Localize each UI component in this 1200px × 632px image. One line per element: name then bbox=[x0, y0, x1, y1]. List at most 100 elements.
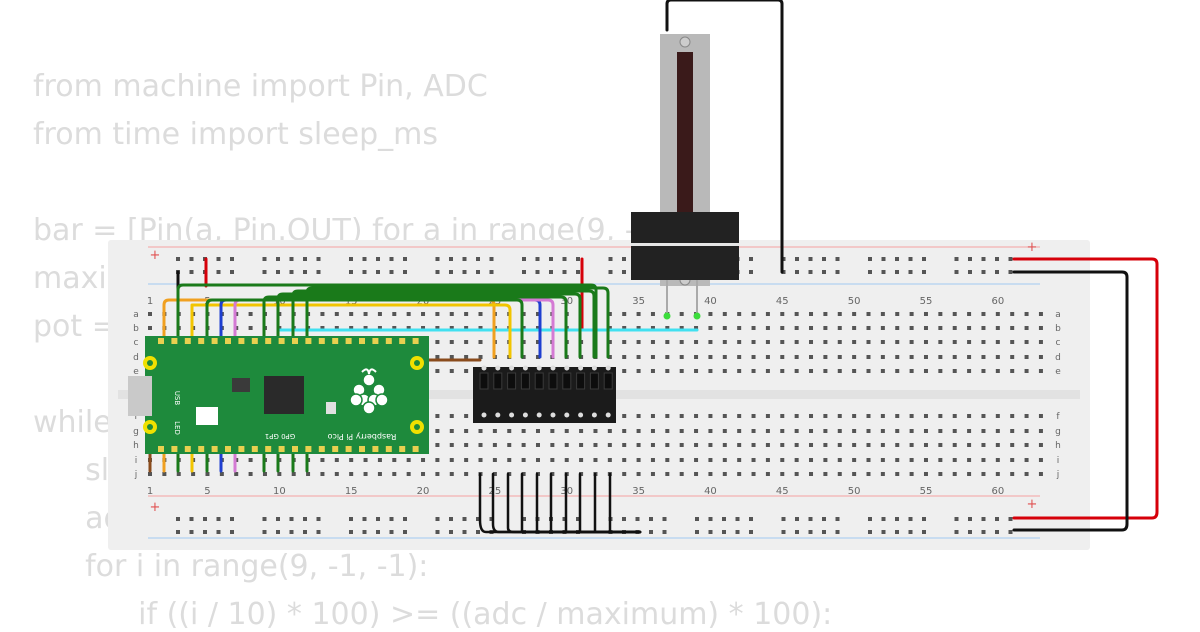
rail-hole bbox=[562, 517, 567, 521]
hole bbox=[492, 472, 497, 476]
hole bbox=[349, 326, 354, 330]
hole bbox=[909, 458, 914, 462]
hole bbox=[435, 443, 440, 447]
hole bbox=[837, 458, 842, 462]
hole bbox=[607, 443, 612, 447]
rail-hole bbox=[868, 530, 872, 534]
rail-hole bbox=[781, 530, 786, 534]
hole bbox=[995, 472, 1000, 476]
rail-hole bbox=[995, 517, 999, 521]
led bbox=[326, 402, 336, 414]
hole bbox=[995, 429, 1000, 433]
rail-hole bbox=[362, 257, 367, 261]
wire-black-ground[interactable] bbox=[1012, 270, 1129, 532]
hole bbox=[435, 472, 440, 476]
hole bbox=[219, 472, 224, 476]
rail-hole bbox=[968, 257, 972, 261]
rail-hole bbox=[608, 257, 613, 261]
hole bbox=[852, 414, 857, 418]
wire-black-cathode[interactable] bbox=[564, 472, 642, 534]
usb-connector[interactable] bbox=[128, 376, 152, 416]
wire-green[interactable] bbox=[291, 289, 596, 473]
rail-hole bbox=[1008, 517, 1013, 521]
wire-green[interactable] bbox=[205, 298, 524, 473]
hole bbox=[823, 472, 828, 476]
hole bbox=[622, 458, 627, 462]
hole bbox=[650, 414, 655, 418]
row-label: d bbox=[133, 353, 139, 363]
hole bbox=[967, 326, 972, 330]
hole bbox=[751, 312, 756, 316]
wire-black-cathode[interactable] bbox=[608, 472, 642, 534]
hole bbox=[191, 472, 196, 476]
wire-black-cathode[interactable] bbox=[478, 472, 642, 534]
hole bbox=[1038, 414, 1043, 418]
rail-hole bbox=[349, 517, 353, 521]
pico-pin bbox=[184, 338, 191, 344]
hole bbox=[923, 355, 928, 359]
pico-pin bbox=[332, 338, 339, 344]
row-label: e bbox=[133, 367, 139, 377]
wire-green[interactable] bbox=[305, 286, 610, 473]
rail-hole bbox=[303, 517, 307, 521]
rail-hole bbox=[835, 530, 840, 534]
hole bbox=[636, 369, 641, 373]
wire-yellow[interactable] bbox=[190, 303, 512, 473]
rail-hole bbox=[895, 257, 899, 261]
pico-pin bbox=[385, 338, 392, 344]
wire-black-cathode[interactable] bbox=[549, 472, 642, 534]
hole bbox=[507, 429, 512, 433]
bootsel-button[interactable] bbox=[196, 407, 218, 425]
wire-green[interactable] bbox=[276, 292, 582, 473]
led-bar-graph[interactable] bbox=[473, 365, 616, 424]
wire-black-cathode[interactable] bbox=[491, 472, 642, 534]
hole bbox=[995, 443, 1000, 447]
wire-black-cathode[interactable] bbox=[506, 472, 642, 534]
wire-black-pot[interactable] bbox=[665, 0, 784, 274]
rail-hole bbox=[608, 270, 613, 274]
bar-pin bbox=[605, 412, 611, 418]
hole bbox=[478, 429, 483, 433]
hole bbox=[751, 326, 756, 330]
rail-hole bbox=[316, 270, 321, 274]
wire-black-cathode[interactable] bbox=[520, 472, 642, 534]
hole bbox=[765, 414, 770, 418]
hole bbox=[909, 369, 914, 373]
hole bbox=[722, 414, 727, 418]
hole bbox=[449, 340, 454, 344]
hole bbox=[593, 429, 598, 433]
hole bbox=[852, 340, 857, 344]
pico-pin bbox=[251, 338, 258, 344]
hole bbox=[880, 472, 885, 476]
wire-green[interactable] bbox=[176, 283, 598, 473]
slide-potentiometer[interactable] bbox=[631, 34, 739, 320]
rail-hole bbox=[276, 517, 280, 521]
hole bbox=[607, 429, 612, 433]
hole bbox=[765, 326, 770, 330]
wire-green[interactable] bbox=[262, 295, 568, 473]
hole bbox=[981, 472, 986, 476]
wire-black-cathode[interactable] bbox=[535, 472, 642, 534]
rail-hole bbox=[622, 257, 626, 261]
hole bbox=[765, 355, 770, 359]
wire-black-cathode[interactable] bbox=[578, 472, 642, 534]
rail-hole bbox=[576, 517, 580, 521]
hole bbox=[895, 443, 900, 447]
wire-red-power[interactable] bbox=[1012, 257, 1159, 520]
rail-hole bbox=[276, 270, 280, 274]
rail-hole bbox=[176, 517, 180, 521]
hole bbox=[679, 369, 684, 373]
mount-hole-inner bbox=[147, 424, 153, 430]
hole bbox=[665, 340, 670, 344]
rail-hole bbox=[462, 270, 467, 274]
rail-hole bbox=[216, 530, 221, 534]
hole bbox=[880, 369, 885, 373]
wire-black-cathode[interactable] bbox=[593, 472, 642, 534]
hole bbox=[1024, 340, 1029, 344]
wires[interactable] bbox=[148, 0, 1159, 534]
row-label: j bbox=[134, 470, 138, 480]
hole bbox=[406, 326, 411, 330]
